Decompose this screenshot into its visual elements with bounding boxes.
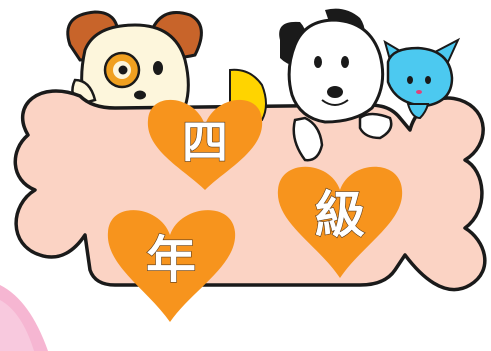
cream-dog-icon bbox=[66, 10, 203, 127]
heading-char-ji: 級 bbox=[315, 186, 365, 244]
blue-cat-icon bbox=[383, 37, 461, 120]
heart-icon: 級 bbox=[277, 166, 403, 278]
heart-icon: 年 bbox=[107, 210, 236, 322]
heading-char-nian: 年 bbox=[146, 231, 196, 289]
spotted-dog-icon bbox=[279, 8, 393, 162]
heart-icon: 四 bbox=[147, 99, 263, 190]
pink-corner-decoration bbox=[0, 285, 48, 351]
heading-char-si: 四 bbox=[182, 115, 228, 169]
